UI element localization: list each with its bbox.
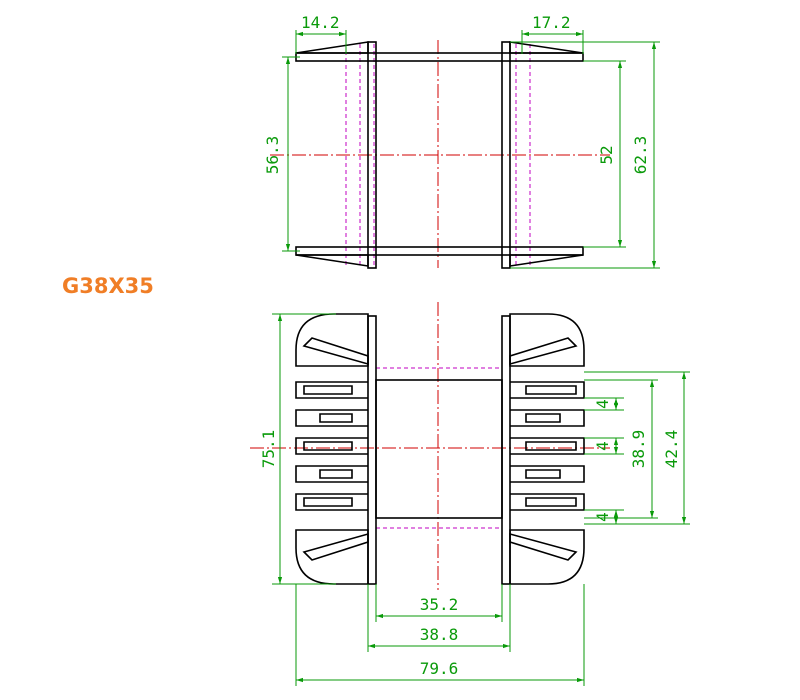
bottom-view-centerlines	[250, 302, 610, 590]
dim-height-left: 75.1	[259, 430, 278, 469]
bottom-view-outline	[295, 313, 585, 585]
bottom-view: 75.1 4 4 4 38.9 42.4 35.2 38.8 79.6	[250, 302, 690, 686]
dim-flange-right: 17.2	[532, 13, 571, 32]
dim-outer-height-left: 56.3	[263, 136, 282, 175]
dim-slot-3: 4	[593, 512, 612, 522]
dim-width-inner: 35.2	[420, 595, 459, 614]
dim-width-total: 79.6	[420, 659, 459, 678]
dim-slot-2: 4	[593, 441, 612, 451]
dim-inner-height: 52	[597, 145, 616, 164]
top-view-dimension-lines	[282, 30, 660, 269]
top-view: 14.2 17.2 56.3 52 62.3	[263, 13, 660, 269]
dim-outer-height-bottom: 42.4	[662, 430, 681, 469]
top-view-centerlines	[270, 40, 610, 268]
dim-width-mid: 38.8	[420, 625, 459, 644]
dim-inner-height-bottom: 38.9	[629, 430, 648, 469]
dim-slot-1: 4	[593, 399, 612, 409]
bottom-view-dimension-lines	[272, 313, 690, 686]
bottom-view-hidden-lines	[376, 367, 502, 529]
part-title: G38X35	[62, 274, 154, 298]
dim-flange-left: 14.2	[301, 13, 340, 32]
dim-outer-height-right: 62.3	[631, 136, 650, 175]
